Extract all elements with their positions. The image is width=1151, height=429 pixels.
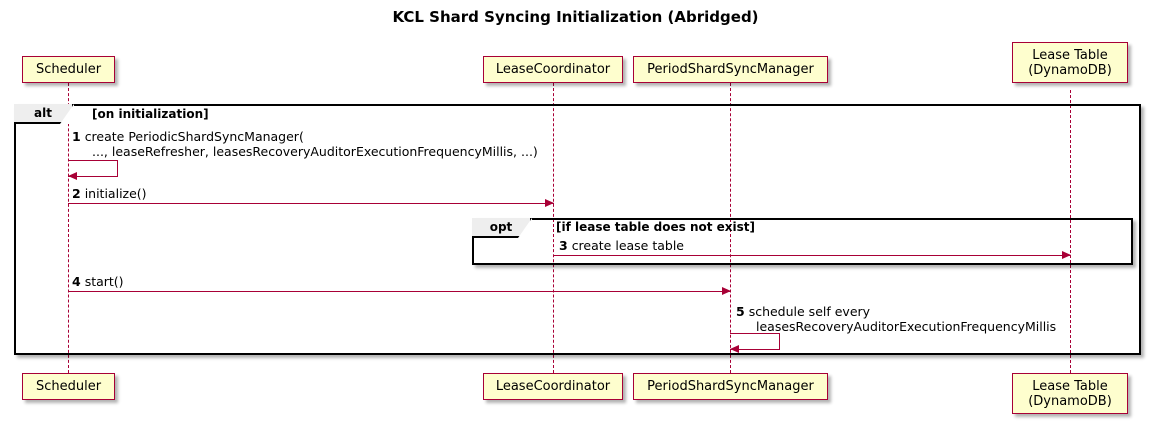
participant-label: Scheduler bbox=[35, 379, 102, 394]
message-5-text2: leasesRecoveryAuditorExecutionFrequencyM… bbox=[756, 319, 1057, 334]
fragment-opt-operator-label: opt bbox=[489, 220, 513, 234]
message-3-seq: 3 bbox=[559, 238, 568, 253]
message-4-seq: 4 bbox=[72, 274, 81, 289]
fragment-tab-notch bbox=[518, 218, 532, 238]
fragment-alt-operator-tab: alt bbox=[14, 104, 74, 124]
lifeline-periodshardsyncmanager bbox=[730, 83, 731, 373]
participant-label-line2: (DynamoDB) bbox=[1028, 393, 1112, 409]
message-5-selfcall-loop bbox=[730, 333, 780, 350]
participant-periodshardsyncmanager-bottom[interactable]: PeriodShardSyncManager bbox=[633, 373, 828, 400]
participant-label-line1: Lease Table bbox=[1032, 378, 1108, 394]
message-1-seq: 1 bbox=[72, 129, 81, 144]
message-3-text: create lease table bbox=[571, 238, 684, 253]
message-5-arrowhead bbox=[730, 345, 739, 353]
participant-leasecoordinator-bottom[interactable]: LeaseCoordinator bbox=[483, 373, 623, 400]
message-4-arrowhead bbox=[722, 287, 731, 295]
message-4-line bbox=[68, 291, 731, 292]
fragment-alt bbox=[14, 104, 1141, 355]
message-2-line bbox=[68, 203, 554, 204]
message-2-seq: 2 bbox=[72, 186, 81, 201]
participant-scheduler-bottom[interactable]: Scheduler bbox=[22, 373, 115, 400]
participant-label: LeaseCoordinator bbox=[495, 379, 611, 394]
participant-leasetable-bottom[interactable]: Lease Table (DynamoDB) bbox=[1012, 373, 1128, 414]
message-2-arrowhead bbox=[545, 199, 554, 207]
participant-label: LeaseCoordinator bbox=[495, 62, 611, 77]
lifeline-leasetable bbox=[1070, 90, 1071, 373]
participant-label: PeriodShardSyncManager bbox=[647, 62, 814, 77]
participant-leasecoordinator-top[interactable]: LeaseCoordinator bbox=[483, 56, 623, 83]
diagram-title: KCL Shard Syncing Initialization (Abridg… bbox=[392, 8, 759, 26]
lifeline-leasecoordinator bbox=[553, 83, 554, 373]
message-3-label: 3 create lease table bbox=[559, 238, 684, 253]
message-5-label: 5 schedule self every leasesRecoveryAudi… bbox=[736, 304, 1056, 334]
participant-label: Scheduler bbox=[35, 62, 102, 77]
fragment-opt-operator-tab: opt bbox=[472, 218, 532, 238]
message-2-label: 2 initialize() bbox=[72, 186, 147, 201]
fragment-opt bbox=[472, 218, 1133, 265]
fragment-opt-guard: [if lease table does not exist] bbox=[556, 220, 756, 234]
participant-label: PeriodShardSyncManager bbox=[647, 379, 814, 394]
message-3-line bbox=[553, 255, 1071, 256]
message-4-text: start() bbox=[84, 274, 124, 289]
message-1-label: 1 create PeriodicShardSyncManager( ..., … bbox=[72, 129, 538, 159]
message-1-text2: ..., leaseRefresher, leasesRecoveryAudit… bbox=[92, 144, 538, 159]
participant-leasetable-top[interactable]: Lease Table (DynamoDB) bbox=[1012, 42, 1128, 83]
message-4-label: 4 start() bbox=[72, 274, 124, 289]
participant-scheduler-top[interactable]: Scheduler bbox=[22, 56, 115, 83]
message-5-seq: 5 bbox=[736, 304, 745, 319]
participant-periodshardsyncmanager-top[interactable]: PeriodShardSyncManager bbox=[633, 56, 828, 83]
participant-label-line1: Lease Table bbox=[1032, 47, 1108, 63]
fragment-alt-operator-label: alt bbox=[34, 106, 52, 120]
message-3-arrowhead bbox=[1062, 251, 1071, 259]
participant-label-line2: (DynamoDB) bbox=[1028, 62, 1112, 78]
message-1-arrowhead bbox=[68, 172, 77, 180]
lifeline-scheduler bbox=[68, 83, 69, 373]
message-1-selfcall-loop bbox=[68, 160, 118, 177]
message-1-text: create PeriodicShardSyncManager( bbox=[84, 129, 304, 144]
message-2-text: initialize() bbox=[84, 186, 147, 201]
fragment-tab-notch bbox=[60, 104, 74, 124]
message-5-text: schedule self every bbox=[748, 304, 871, 319]
fragment-alt-guard: [on initialization] bbox=[92, 107, 209, 121]
